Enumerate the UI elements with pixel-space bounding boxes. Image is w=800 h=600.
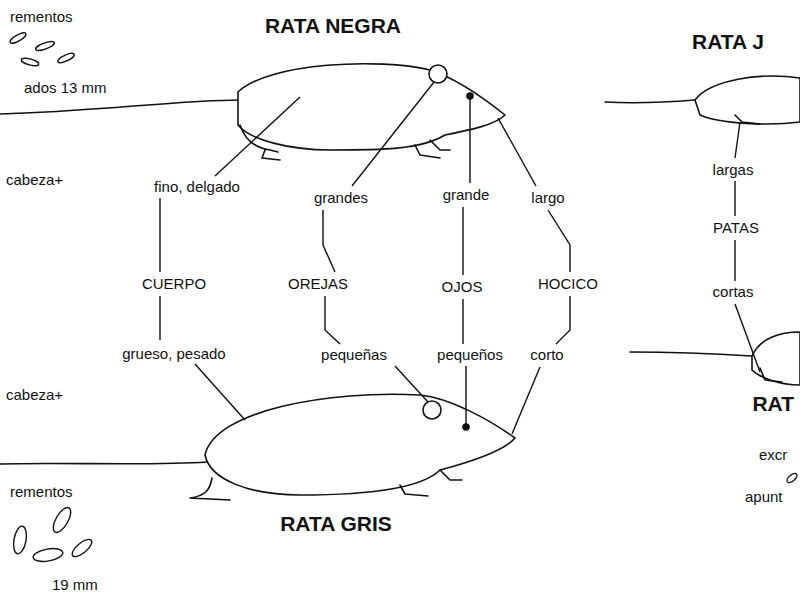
trait-value: cortas	[711, 283, 756, 301]
black-rat-front-leg	[415, 140, 450, 158]
caption-text: apunt	[743, 488, 785, 506]
leader-line	[195, 364, 245, 420]
caption-text: rementos	[8, 483, 75, 501]
trait-name: PATAS	[711, 219, 761, 237]
trait-value: fino, delgado	[152, 178, 242, 196]
trait-value: pequeños	[435, 346, 505, 364]
right-rat-leg	[760, 368, 782, 382]
caption-text: cabeza+	[4, 386, 65, 404]
grey-rat-hind-leg	[190, 478, 230, 500]
young-rat-tail	[605, 100, 695, 103]
trait-value: grueso, pesado	[120, 345, 227, 363]
leader-line	[556, 296, 570, 344]
leader-line	[512, 367, 540, 434]
leader-line	[325, 296, 340, 344]
caption-text: cabeza+	[4, 171, 65, 189]
leader-line	[215, 97, 300, 176]
caption-text: ados 13 mm	[22, 79, 109, 97]
leader-line	[159, 198, 160, 272]
grey-rat-front-leg	[400, 470, 462, 496]
species-title: RATA J	[690, 30, 766, 54]
dropping	[57, 51, 76, 64]
black-rat-eye	[467, 93, 473, 99]
leader-line	[548, 210, 570, 272]
black-rat-hind-leg	[240, 125, 280, 160]
dropping	[785, 472, 798, 484]
trait-name: CUERPO	[140, 275, 208, 293]
caption-text: rementos	[8, 8, 75, 26]
trait-name: OREJAS	[286, 275, 350, 293]
leader-line	[735, 122, 740, 158]
leader-line	[734, 181, 735, 216]
trait-value: largas	[711, 161, 756, 179]
young-rat-leg	[735, 115, 760, 124]
rat-drawings	[0, 64, 800, 500]
species-title: RATA NEGRA	[263, 14, 403, 38]
trait-value: pequeñas	[319, 346, 389, 364]
trait-value: corto	[528, 346, 565, 364]
black-rat-body	[238, 64, 505, 150]
caption-text: 19 mm	[50, 576, 100, 594]
dropping	[70, 536, 95, 559]
dropping	[32, 546, 64, 563]
species-title: RAT	[750, 392, 796, 416]
trait-name: OJOS	[440, 278, 485, 296]
droppings	[9, 31, 799, 564]
right-rat-body	[752, 332, 800, 385]
trait-value: grande	[441, 186, 492, 204]
leader-line	[352, 82, 434, 186]
trait-name: HOCICO	[536, 275, 600, 293]
leader-lines	[160, 82, 760, 434]
grey-rat-tail	[0, 462, 207, 464]
grey-rat-eye	[463, 424, 469, 430]
caption-text: excr	[757, 446, 789, 464]
dropping	[21, 57, 40, 67]
leader-line	[395, 366, 428, 402]
young-rat-body	[695, 76, 800, 124]
right-rat-tail	[630, 352, 752, 356]
grey-rat-body	[205, 394, 515, 495]
leader-line	[734, 240, 735, 281]
dropping	[35, 40, 56, 52]
leader-line	[462, 299, 463, 344]
leader-line	[469, 99, 470, 183]
leader-line	[159, 296, 160, 340]
trait-value: grandes	[312, 189, 370, 207]
dropping	[9, 31, 28, 45]
black-rat-tail	[0, 100, 240, 114]
dropping	[50, 505, 74, 535]
leader-line	[323, 210, 335, 272]
black-rat-ear	[429, 65, 447, 83]
dropping	[12, 525, 29, 555]
grey-rat-ear	[423, 401, 441, 419]
trait-value: largo	[529, 189, 566, 207]
leader-line	[498, 118, 536, 186]
species-title: RATA GRIS	[278, 512, 394, 536]
leader-line	[462, 207, 463, 275]
leader-line	[735, 304, 760, 372]
leader-line	[465, 366, 466, 424]
